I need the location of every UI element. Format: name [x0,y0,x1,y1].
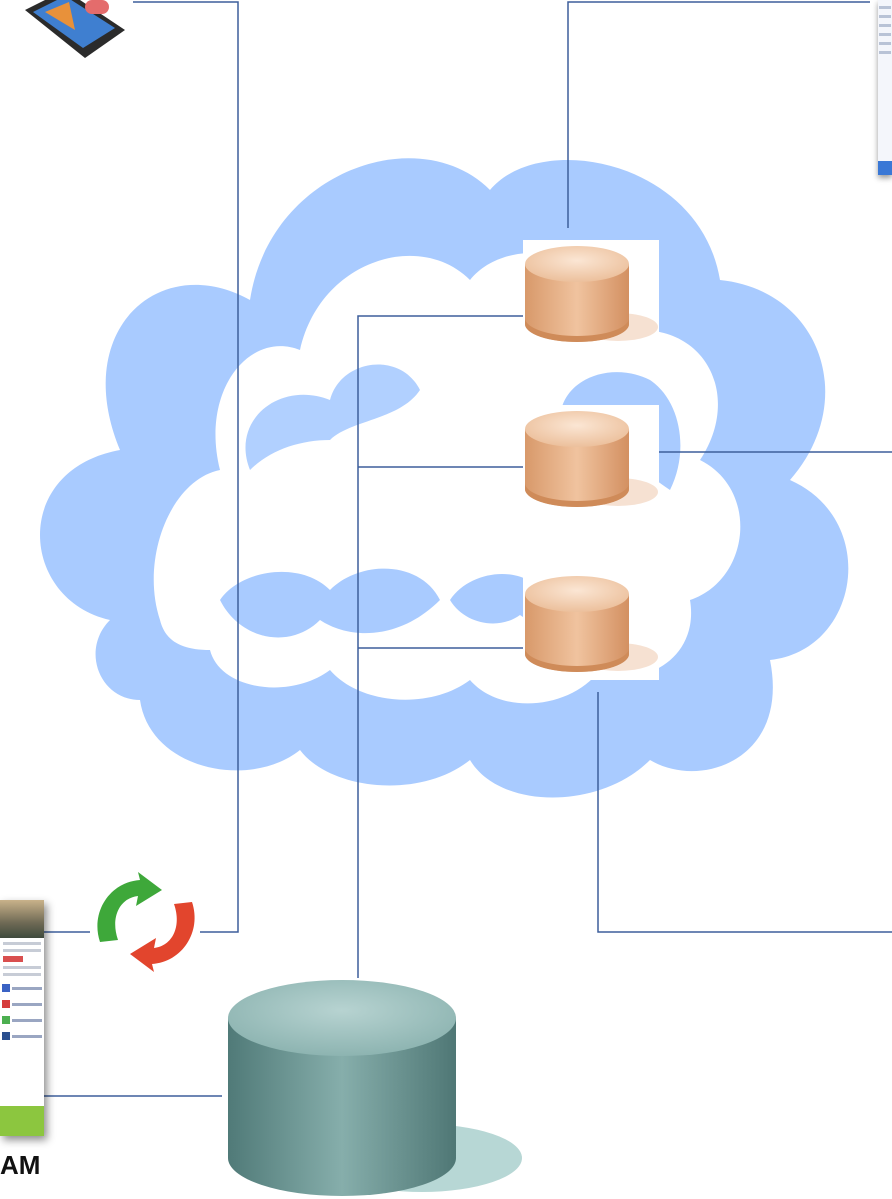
cloud-database-2[interactable] [523,405,659,515]
caption-label: AM [0,1150,41,1180]
connector-app-sync [133,1,239,933]
cloud-database-3[interactable] [523,570,659,680]
header-photo [0,900,44,938]
connector-local-db1 [357,315,524,978]
footer-bar [0,1106,44,1136]
mobile-app-screenshot [0,900,44,1136]
desktop-window-screenshot [878,0,892,175]
cloud-shape [40,158,849,798]
sync-arrows-icon [97,872,195,972]
local-database[interactable] [228,980,522,1196]
network-app-icon [25,0,125,58]
connector-lines [44,1,892,1097]
cloud-database-1[interactable] [523,240,659,350]
connector-db3-right [597,692,892,933]
connector-window-db1 [567,1,870,228]
temperature-badge [3,956,23,962]
